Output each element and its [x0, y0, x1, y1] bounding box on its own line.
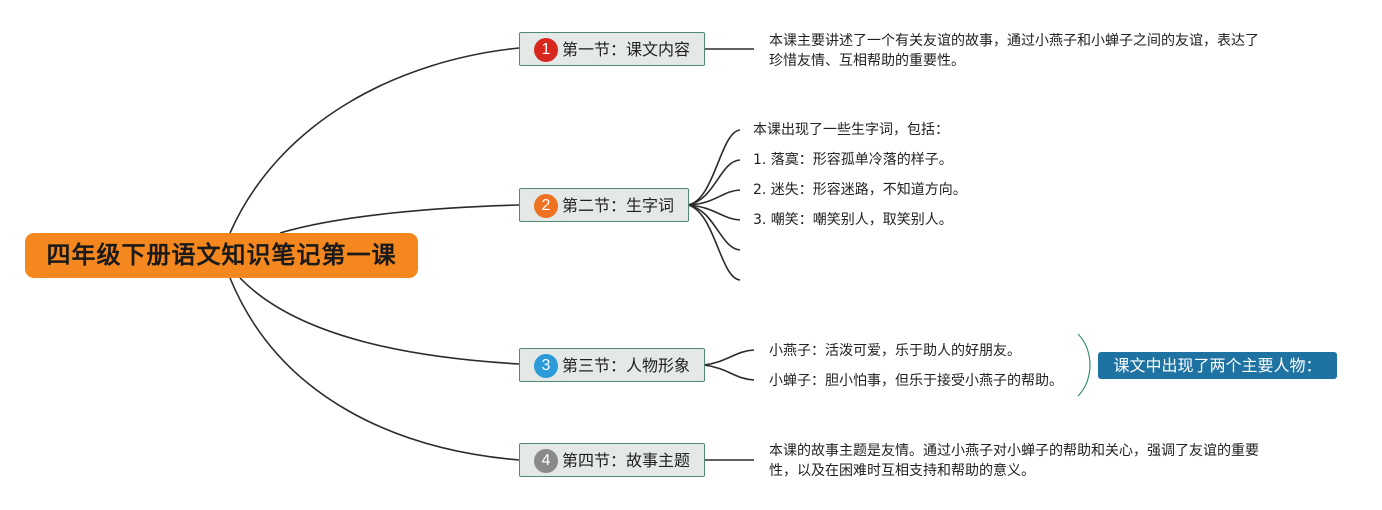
number-2-icon: 2: [534, 194, 558, 218]
section-4-label: 第四节：故事主题: [562, 451, 691, 470]
character-cicada: 小蝉子：胆小怕事，但乐于接受小燕子的帮助。: [769, 373, 1063, 389]
summary-note[interactable]: 课文中出现了两个主要人物：: [1098, 352, 1337, 379]
section-4-content-line-2: 性，以及在困难时互相支持和帮助的意义。: [769, 463, 1035, 479]
number-1-icon: 1: [534, 38, 558, 62]
section-1-node[interactable]: 1 第一节：课文内容: [519, 32, 705, 66]
section-4-node[interactable]: 4 第四节：故事主题: [519, 443, 705, 477]
number-3-icon: 3: [534, 354, 558, 378]
vocab-item-3: 3. 嘲笑：嘲笑别人，取笑别人。: [753, 212, 953, 228]
section-2-label: 第二节：生字词: [562, 196, 675, 215]
vocab-item-1: 1. 落寞：形容孤单冷落的样子。: [753, 152, 953, 168]
section-1-content-line-2: 珍惜友情、互相帮助的重要性。: [769, 53, 965, 69]
section-3-label: 第三节：人物形象: [562, 356, 691, 375]
number-4-icon: 4: [534, 449, 558, 473]
section-4-content-line-1: 本课的故事主题是友情。通过小燕子对小蝉子的帮助和关心，强调了友谊的重要: [769, 443, 1259, 459]
vocab-item-2: 2. 迷失：形容迷路，不知道方向。: [753, 182, 967, 198]
section-1-label: 第一节：课文内容: [562, 40, 691, 59]
summary-bracket: [1077, 333, 1091, 397]
vocab-intro: 本课出现了一些生字词，包括：: [753, 122, 949, 138]
section-2-node[interactable]: 2 第二节：生字词: [519, 188, 689, 222]
root-topic[interactable]: 四年级下册语文知识笔记第一课: [25, 233, 418, 278]
character-swallow: 小燕子：活泼可爱，乐于助人的好朋友。: [769, 343, 1021, 359]
section-1-content-line-1: 本课主要讲述了一个有关友谊的故事，通过小燕子和小蝉子之间的友谊，表达了: [769, 33, 1259, 49]
section-3-node[interactable]: 3 第三节：人物形象: [519, 348, 705, 382]
